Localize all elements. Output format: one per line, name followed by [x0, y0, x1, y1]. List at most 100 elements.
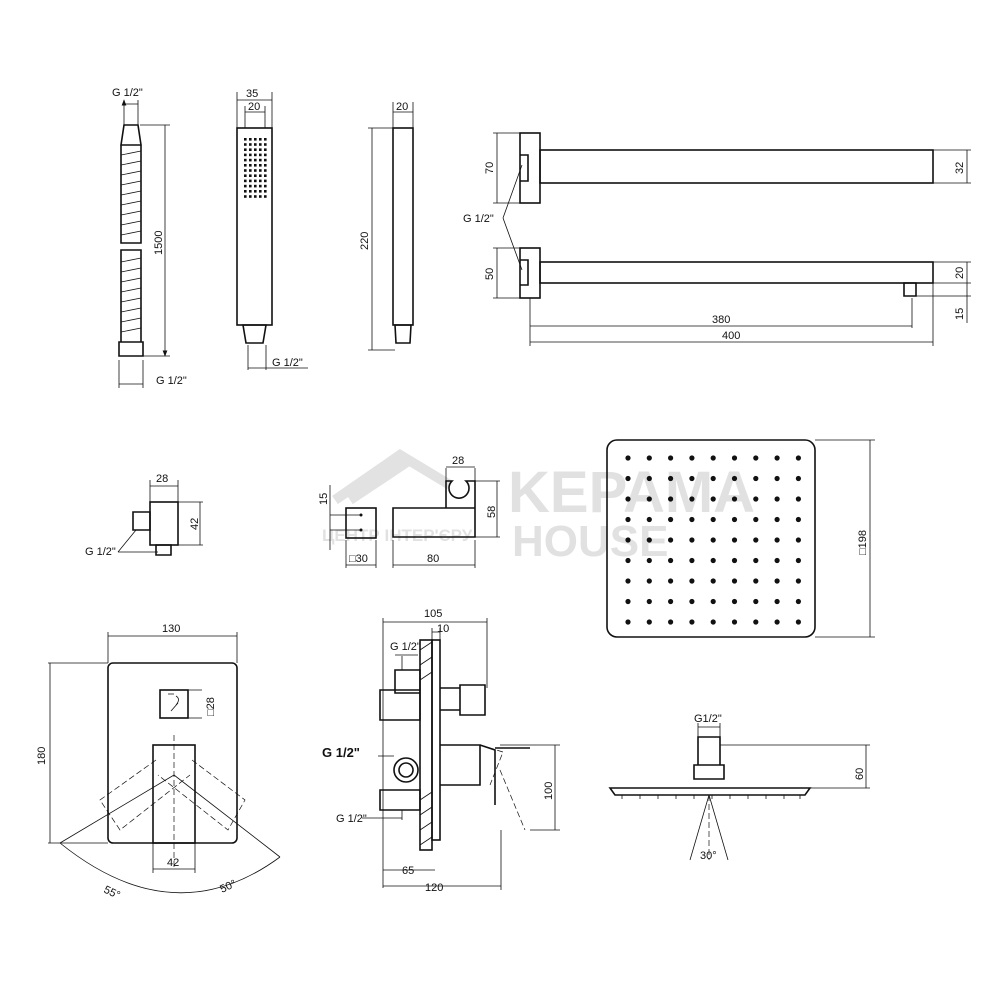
angle-left: 55°: [102, 884, 122, 902]
hand-nozzle: [244, 174, 247, 177]
nozzle-dot: [753, 516, 759, 523]
nozzle-dot: [795, 455, 802, 461]
nozzle-dot: [646, 619, 652, 625]
nozzle-dot: [689, 537, 695, 543]
nozzle-dots: [625, 455, 802, 625]
hand-shower-width: 35: [246, 88, 258, 100]
nozzle-dot: [625, 475, 631, 482]
nozzle-dot: [710, 598, 716, 605]
nozzle-dot: [795, 516, 802, 523]
watermark-brand-1: KEPAMA: [508, 460, 755, 525]
elbow-height: 42: [189, 518, 201, 530]
nozzle-dot: [774, 557, 780, 564]
hand-nozzle: [249, 195, 252, 198]
head-thread: G1/2": [694, 713, 722, 725]
nozzle-dot: [731, 455, 738, 461]
hand-nozzle: [259, 174, 262, 177]
hand-nozzle: [244, 184, 247, 188]
nozzle-dot: [753, 455, 759, 461]
hand-nozzle: [254, 179, 257, 183]
nozzle-dot: [774, 516, 780, 523]
side-plate: 10: [437, 623, 449, 635]
hand-nozzle: [254, 148, 257, 151]
nozzle-dot: [710, 578, 716, 584]
nozzle-dot: [625, 537, 631, 543]
hand-nozzle: [254, 158, 257, 162]
hand-nozzle: [244, 190, 247, 193]
holder-hole-offset: 15: [318, 493, 330, 505]
hand-nozzle: [254, 164, 257, 167]
shower-arms: 70 50 G 1/2" 32 20 15 380 400: [463, 132, 971, 346]
hand-nozzle: [259, 190, 262, 193]
shower-head-top: □198: [606, 439, 875, 638]
lever-width: 42: [167, 857, 179, 869]
elbow-thread: G 1/2": [85, 546, 116, 558]
hand-nozzle: [249, 143, 252, 146]
arm-length-inner: 380: [712, 314, 730, 326]
hand-nozzle: [244, 148, 247, 151]
nozzle-dot: [689, 496, 695, 502]
hand-nozzle: [249, 169, 252, 172]
hand-nozzle: [254, 184, 257, 188]
nozzle-dot: [710, 496, 716, 502]
hand-shower-front: 35 20 G 1/2": [236, 88, 308, 370]
holder-cup-width: 28: [452, 455, 464, 467]
nozzle-dot: [710, 619, 716, 625]
hand-nozzle: [259, 169, 262, 172]
nozzle-dot: [774, 455, 780, 461]
hand-nozzle: [249, 190, 252, 193]
nozzle-dot: [668, 537, 674, 543]
hand-nozzle: [264, 184, 267, 188]
hand-nozzle: [249, 164, 252, 167]
nozzle-dot: [668, 557, 674, 564]
hand-nozzle: [254, 138, 257, 141]
hose-length: 1500: [153, 231, 165, 255]
arm-thread: G 1/2": [463, 213, 494, 225]
diverter-size: □28: [205, 697, 217, 716]
nozzle-dot: [689, 598, 695, 605]
mixer-height: 180: [36, 747, 48, 765]
nozzle-dot: [774, 578, 780, 584]
nozzle-dot: [710, 537, 716, 543]
nozzle-dot: [795, 496, 802, 502]
nozzle-dot: [625, 557, 631, 564]
side-thread-middle: G 1/2": [322, 745, 360, 760]
arm-length-total: 400: [722, 330, 740, 342]
hand-nozzle: [254, 169, 257, 172]
nozzle-dot: [795, 598, 802, 605]
hand-nozzle: [244, 153, 247, 157]
holder-length: 80: [427, 553, 439, 565]
nozzle-dot: [710, 455, 716, 461]
nozzle-dot: [774, 537, 780, 543]
hand-nozzle: [259, 179, 262, 183]
nozzle-dot: [646, 475, 652, 482]
nozzle-dot: [646, 557, 652, 564]
hand-shower-thread: G 1/2": [272, 357, 303, 369]
shower-holder: 15 □30 28 58 80: [318, 455, 500, 568]
nozzle-dot: [753, 598, 759, 605]
side-lever-height: 100: [543, 782, 555, 800]
hand-nozzle: [259, 143, 262, 146]
head-size: □198: [857, 530, 869, 555]
nozzle-dot: [689, 557, 695, 564]
mixer-side: 105 10 G 1/2" G 1/2" G 1/2" 100 65 120: [322, 608, 560, 894]
nozzle-dot: [625, 455, 631, 461]
hand-nozzle: [264, 153, 267, 157]
hand-nozzle: [244, 169, 247, 172]
nozzle-dot: [689, 475, 695, 482]
hand-nozzle: [254, 174, 257, 177]
nozzle-dot: [646, 516, 652, 523]
hand-nozzle: [249, 179, 252, 183]
hose-drawing: G 1/2" 1500 G 1/2": [112, 87, 187, 388]
nozzle-dot: [710, 475, 716, 482]
nozzle-dot: [689, 516, 695, 523]
hand-nozzle: [244, 164, 247, 167]
nozzle-dot: [668, 455, 674, 461]
spray-angle: 30°: [700, 850, 717, 862]
hand-nozzle: [264, 190, 267, 193]
nozzle-dot: [646, 578, 652, 584]
arm-plate-upper: 70: [484, 162, 496, 174]
hand-nozzle: [244, 138, 247, 141]
hand-shower-side: 20 220: [359, 101, 414, 351]
